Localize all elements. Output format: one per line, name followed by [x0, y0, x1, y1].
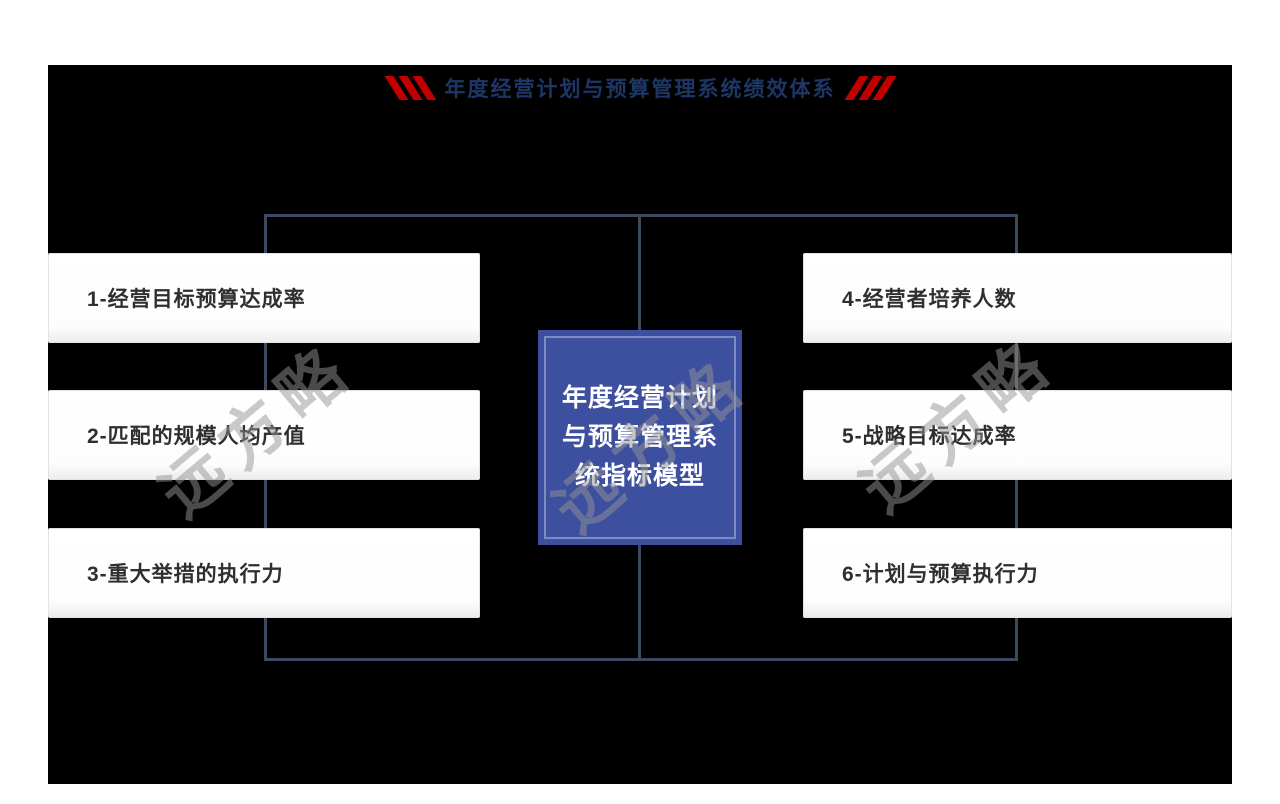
title-left-slashes-decoration — [384, 76, 436, 100]
item-label: 1-经营目标预算达成率 — [87, 288, 306, 311]
item-label: 6-计划与预算执行力 — [842, 563, 1039, 586]
item-box-6: 6-计划与预算执行力 — [803, 528, 1232, 618]
item-label: 5-战略目标达成率 — [842, 425, 1017, 448]
diagram-title: 年度经营计划与预算管理系统绩效体系 — [444, 78, 836, 101]
center-box-line: 与预算管理系 — [561, 423, 718, 451]
item-label: 4-经营者培养人数 — [842, 288, 1017, 311]
item-box-5: 5-战略目标达成率 — [803, 390, 1232, 480]
item-box-1: 1-经营目标预算达成率 — [48, 253, 480, 343]
item-box-3: 3-重大举措的执行力 — [48, 528, 480, 618]
item-label: 3-重大举措的执行力 — [87, 563, 284, 586]
center-box-line: 统指标模型 — [574, 462, 705, 490]
title-row: 年度经营计划与预算管理系统绩效体系 — [48, 73, 1232, 103]
item-label: 2-匹配的规模人均产值 — [87, 425, 306, 448]
item-box-2: 2-匹配的规模人均产值 — [48, 390, 480, 480]
diagram-panel: 年度经营计划与预算管理系统绩效体系 1-经营目标预算达成率 2-匹配的规模人均产… — [48, 65, 1232, 784]
item-box-4: 4-经营者培养人数 — [803, 253, 1232, 343]
title-right-slashes-decoration — [844, 76, 896, 100]
center-box-line: 年度经营计划 — [561, 384, 718, 412]
center-model-box: 年度经营计划 与预算管理系 统指标模型 — [538, 330, 742, 545]
